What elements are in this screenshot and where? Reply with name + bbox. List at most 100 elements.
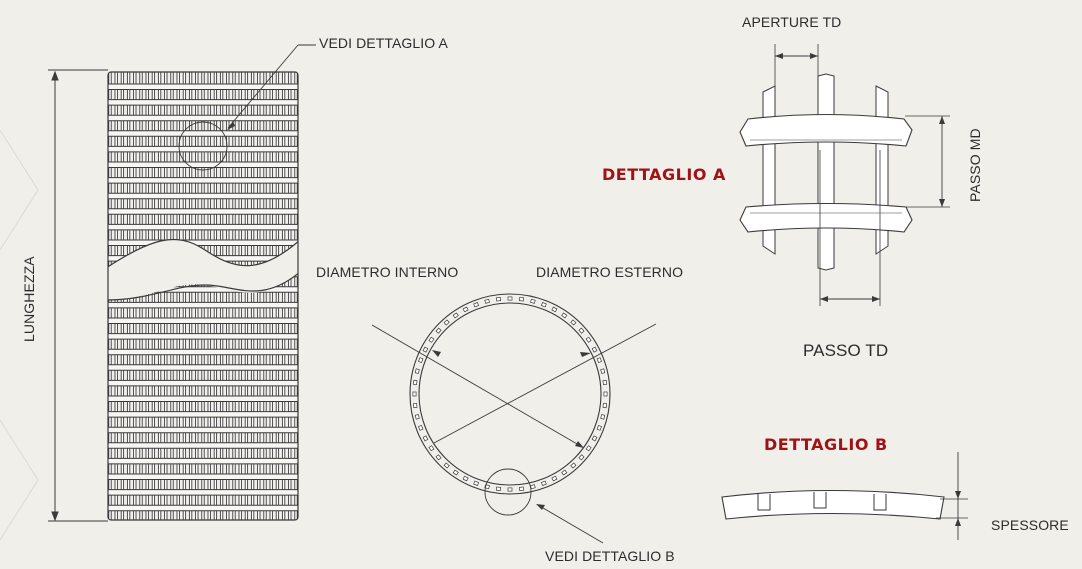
- vertical-wire: [213, 72, 218, 520]
- horizontal-ring: [108, 473, 298, 480]
- screen-cylinder: [107, 44, 316, 521]
- ring-rod: [603, 391, 608, 397]
- ring-rod: [585, 336, 592, 343]
- horizontal-ring: [108, 489, 298, 496]
- ring-rod: [596, 357, 602, 364]
- ring-rod: [518, 296, 525, 302]
- detail-a-arrow: [227, 121, 235, 130]
- ring-rod: [473, 302, 480, 308]
- ring-rod: [591, 435, 598, 442]
- thickness-label: SPESSORE: [991, 517, 1069, 533]
- horizontal-ring: [108, 223, 298, 231]
- ring-rod: [422, 346, 429, 353]
- outer-diameter-arrow: [580, 352, 591, 357]
- ring-rod: [443, 462, 450, 469]
- break-line-top: [108, 238, 298, 269]
- inner-ring: [418, 302, 602, 486]
- md-pitch-label: PASSO MD: [967, 128, 983, 202]
- horizontal-ring: [108, 379, 298, 387]
- ring-rod: [435, 454, 442, 461]
- vertical-wire: [207, 72, 211, 520]
- ring-rod: [443, 319, 450, 326]
- vertical-wire: [151, 72, 156, 520]
- vertical-wire: [294, 72, 298, 520]
- vertical-wire: [257, 72, 261, 520]
- ring-rod: [600, 368, 606, 374]
- detail-a-marker: [178, 121, 228, 171]
- vertical-wire: [263, 72, 267, 520]
- ring-rod: [530, 484, 536, 490]
- ring-rod: [591, 346, 598, 353]
- ring-rod: [462, 306, 469, 313]
- horizontal-ring: [108, 348, 298, 356]
- horizontal-ring: [108, 208, 298, 215]
- horizontal-ring: [108, 177, 298, 184]
- detail-b-leader: [537, 504, 604, 544]
- ring-rod: [600, 414, 606, 420]
- detail-a-leader: [227, 44, 299, 129]
- vertical-wire: [219, 72, 224, 520]
- horizontal-ring: [108, 99, 298, 106]
- inner-diameter-arrow: [575, 441, 584, 448]
- vertical-wire: [275, 72, 280, 520]
- vertical-wire: [170, 72, 174, 520]
- vertical-wire: [176, 72, 180, 520]
- detail-b-marker: [484, 468, 532, 516]
- thickness-arrow: [955, 491, 961, 499]
- md-pitch-arrow: [939, 116, 945, 124]
- ring-rod: [428, 445, 435, 452]
- vertical-wire: [164, 72, 168, 520]
- detail-b-title: DETTAGLIO B: [764, 435, 888, 454]
- ring-rod: [418, 424, 424, 431]
- ring-rod: [412, 379, 418, 386]
- horizontal-ring: [108, 161, 298, 168]
- ring-rod: [507, 487, 513, 492]
- ring-rod: [435, 327, 442, 334]
- vertical-wire: [201, 72, 205, 520]
- detail-a-rod: [817, 73, 835, 271]
- detail-b-wire: [721, 489, 945, 520]
- ring-rod: [495, 486, 502, 492]
- ring-rod: [452, 312, 459, 319]
- vertical-wire: [269, 72, 273, 520]
- horizontal-ring: [108, 442, 298, 449]
- md-pitch-arrow: [939, 199, 945, 207]
- vertical-wire: [195, 72, 199, 520]
- vertical-wire: [226, 72, 230, 520]
- horizontal-ring: [108, 333, 298, 340]
- detail-b-rod: [813, 492, 827, 509]
- detail-b-rod: [757, 494, 771, 511]
- ring-rod: [518, 486, 525, 492]
- ring-rod: [507, 296, 513, 301]
- horizontal-ring: [108, 364, 298, 371]
- background-chevrons: [0, 129, 39, 541]
- horizontal-ring: [108, 504, 298, 512]
- ring-rod: [561, 312, 568, 319]
- ring-rod: [602, 379, 608, 386]
- vertical-wire: [232, 72, 236, 520]
- td-openings-label: APERTURE TD: [742, 14, 842, 30]
- td-pitch-arrow: [820, 296, 828, 302]
- detail-a-drawing: [739, 44, 950, 306]
- ring-rod: [422, 435, 429, 442]
- detail-b-drawing: [721, 452, 968, 540]
- ring-rod: [462, 475, 469, 482]
- break-fill: [108, 239, 298, 300]
- ring-rod: [585, 445, 592, 452]
- horizontal-ring: [108, 192, 298, 200]
- ring-rod: [412, 391, 417, 397]
- td-openings-arrow: [775, 53, 783, 59]
- vertical-wire: [238, 72, 242, 520]
- vertical-wire: [182, 72, 187, 520]
- inner-diameter-arrow: [432, 350, 441, 357]
- vertical-wire: [250, 72, 255, 520]
- ring-rod: [495, 296, 502, 302]
- horizontal-ring: [108, 301, 298, 309]
- ring-rod: [540, 302, 547, 308]
- ring-rod: [418, 357, 424, 364]
- ring-rod: [596, 424, 602, 431]
- ring-rod: [551, 306, 558, 313]
- break-line-bottom: [108, 271, 298, 301]
- horizontal-ring: [108, 317, 298, 324]
